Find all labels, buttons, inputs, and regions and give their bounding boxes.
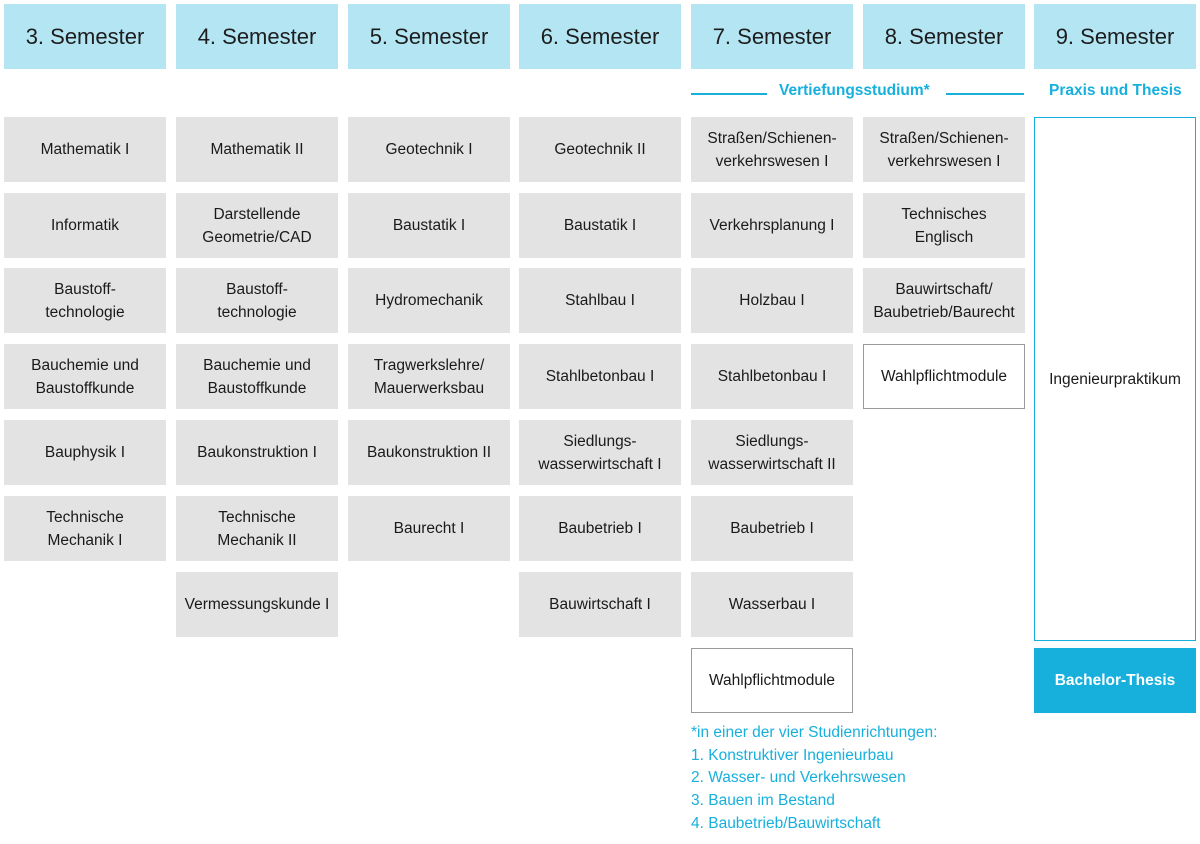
bachelor-thesis-box: Bachelor-Thesis	[1034, 648, 1196, 713]
module-box: Technische Mechanik II	[176, 496, 338, 561]
module-box: Straßen/Schienen- verkehrswesen I	[691, 117, 853, 182]
module-box: Baustatik I	[519, 193, 681, 258]
module-box: Technisches Englisch	[863, 193, 1025, 258]
practice-thesis-label: Praxis und Thesis	[1049, 82, 1182, 99]
module-box: Wasserbau I	[691, 572, 853, 637]
module-box: Stahlbau I	[519, 268, 681, 333]
module-box: Baurecht I	[348, 496, 510, 561]
module-box: Baustoff- technologie	[4, 268, 166, 333]
module-box: Stahlbetonbau I	[519, 344, 681, 409]
module-box: Bauphysik I	[4, 420, 166, 485]
specialization-line-right	[946, 93, 1024, 95]
module-box: Holzbau I	[691, 268, 853, 333]
module-box: Baustatik I	[348, 193, 510, 258]
footnote: *in einer der vier Studienrichtungen: 1.…	[691, 722, 937, 836]
module-box: Mathematik II	[176, 117, 338, 182]
module-box: Straßen/Schienen- verkehrswesen I	[863, 117, 1025, 182]
footnote-item: 2. Wasser- und Verkehrswesen	[691, 769, 906, 787]
module-box: Bauwirtschaft/ Baubetrieb/Baurecht	[863, 268, 1025, 333]
semester-header: 8. Semester	[863, 4, 1025, 69]
elective-modules-box: Wahlpflichtmodule	[691, 648, 853, 713]
module-box: Verkehrsplanung I	[691, 193, 853, 258]
module-box: Bauwirtschaft I	[519, 572, 681, 637]
module-box: Mathematik I	[4, 117, 166, 182]
semester-header: 6. Semester	[519, 4, 681, 69]
footnote-intro: *in einer der vier Studienrichtungen:	[691, 724, 938, 741]
module-box: Geotechnik I	[348, 117, 510, 182]
semester-column-6: 6. Semester Geotechnik II Baustatik I St…	[519, 4, 681, 637]
module-box: Tragwerkslehre/ Mauerwerksbau	[348, 344, 510, 409]
semester-header: 5. Semester	[348, 4, 510, 69]
module-box: Baubetrieb I	[519, 496, 681, 561]
footnote-item: 3. Bauen im Bestand	[691, 792, 835, 810]
module-box: Stahlbetonbau I	[691, 344, 853, 409]
semester-column-4: 4. Semester Mathematik II Darstellende G…	[176, 4, 338, 637]
semester-column-8: 8. Semester Straßen/Schienen- verkehrswe…	[863, 4, 1025, 409]
footnote-item: 1. Konstruktiver Ingenieurbau	[691, 746, 894, 764]
module-box: Baukonstruktion II	[348, 420, 510, 485]
module-box: Siedlungs- wasserwirtschaft II	[691, 420, 853, 485]
semester-header: 7. Semester	[691, 4, 853, 69]
specialization-line-left	[691, 93, 767, 95]
semester-header: 4. Semester	[176, 4, 338, 69]
footnote-item: 4. Baubetrieb/Bauwirtschaft	[691, 814, 881, 832]
semester-header: 9. Semester	[1034, 4, 1196, 69]
module-box: Vermessungskunde I	[176, 572, 338, 637]
module-box: Bauchemie und Baustoffkunde	[176, 344, 338, 409]
semester-column-3: 3. Semester Mathematik I Informatik Baus…	[4, 4, 166, 561]
semester-header: 3. Semester	[4, 4, 166, 69]
semester-column-5: 5. Semester Geotechnik I Baustatik I Hyd…	[348, 4, 510, 561]
module-box: Darstellende Geometrie/CAD	[176, 193, 338, 258]
module-box: Geotechnik II	[519, 117, 681, 182]
module-box: Baukonstruktion I	[176, 420, 338, 485]
module-box: Baubetrieb I	[691, 496, 853, 561]
module-box: Bauchemie und Baustoffkunde	[4, 344, 166, 409]
module-box: Technische Mechanik I	[4, 496, 166, 561]
module-box: Hydromechanik	[348, 268, 510, 333]
elective-modules-box: Wahlpflichtmodule	[863, 344, 1025, 409]
semester-column-9: 9. Semester Ingenieurpraktikum Bachelor-…	[1034, 4, 1196, 713]
specialization-label: Vertiefungsstudium*	[779, 82, 930, 99]
module-box: Siedlungs- wasserwirtschaft I	[519, 420, 681, 485]
internship-box: Ingenieurpraktikum	[1034, 117, 1196, 641]
module-box: Baustoff- technologie	[176, 268, 338, 333]
module-box: Informatik	[4, 193, 166, 258]
semester-column-7: 7. Semester Straßen/Schienen- verkehrswe…	[691, 4, 853, 713]
